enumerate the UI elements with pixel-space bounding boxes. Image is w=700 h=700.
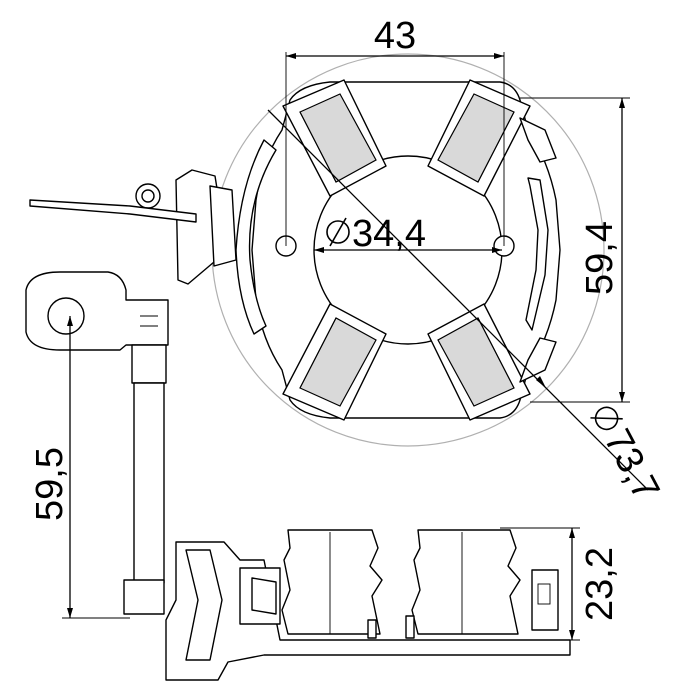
spring-clip (525, 177, 549, 331)
dim-width-top: 43 (374, 15, 416, 57)
lead-rod (131, 344, 167, 384)
terminal-eye-hole (47, 297, 85, 335)
lead-rod-end (123, 579, 165, 615)
terminal-top (135, 169, 237, 285)
lead-wire-top (29, 199, 197, 223)
dim-height-right: 59,4 (579, 221, 621, 295)
brush-holder-bottom-right (427, 303, 531, 421)
dim-lead-length: 59,5 (29, 447, 71, 521)
left-guide-arc (235, 139, 277, 335)
dim-outer-diameter: 73,7 (596, 423, 668, 508)
side-view (165, 529, 571, 681)
brush-holder-top-left (282, 79, 387, 197)
dim-hole-diameter: 34,4 (352, 213, 426, 255)
lead-rod-shaft (133, 382, 165, 584)
dim-side-height: 23,2 (579, 547, 621, 621)
terminal-eye (25, 271, 169, 351)
dim-hole-diameter-group: 34,4 (326, 213, 426, 255)
brush-holder-bottom-left (282, 303, 387, 421)
dimension-lines (62, 52, 649, 641)
lead-view (25, 271, 169, 615)
clip-tab-top (519, 117, 557, 163)
side-brush-box-left (281, 529, 383, 635)
side-brush-box-right (411, 529, 521, 635)
brush-holder-top-right (427, 79, 531, 197)
dim-outer-diameter-group: 73,7 (590, 406, 668, 508)
